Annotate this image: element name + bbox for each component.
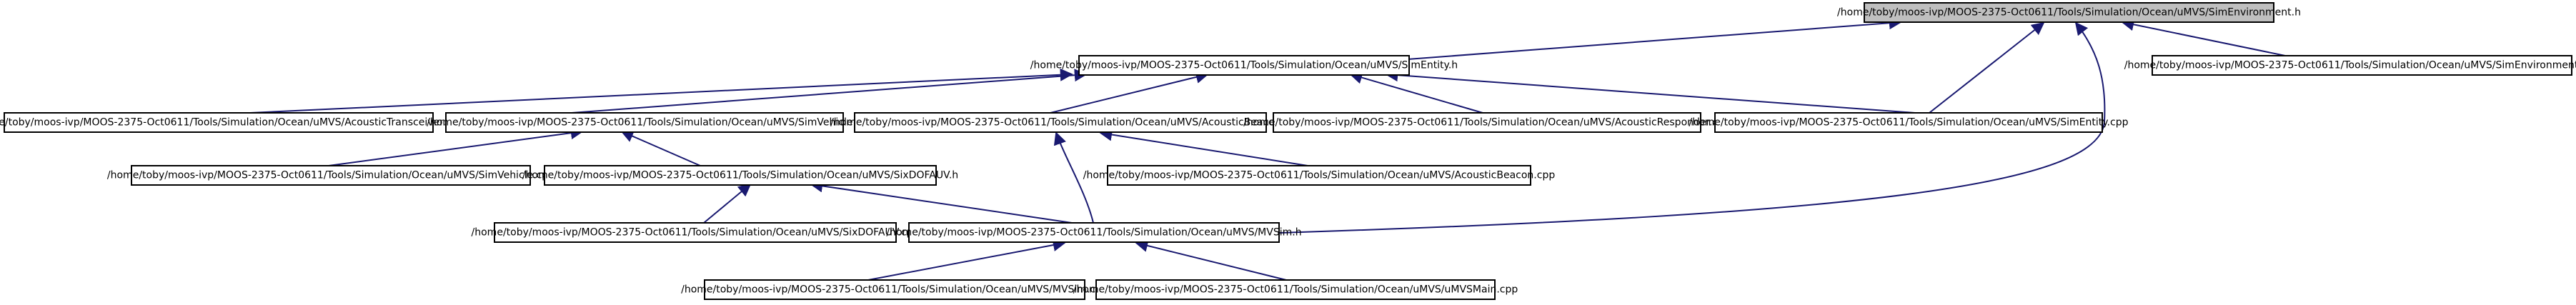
edge-umvsmain-cpp-to-mvsim-h (1135, 239, 1287, 281)
edge-mvsim-h-to-simenvironment-h (1278, 21, 2106, 234)
edge-simentity-cpp-to-simentity-h (1385, 69, 1916, 114)
edge-simenvironment-cpp-to-simenvironment-h (2121, 18, 2314, 62)
node-acoustictransceiver-cpp[interactable]: /home/toby/moos-ivp/MOOS-2375-Oct0611/To… (0, 112, 464, 133)
node-label: /home/toby/moos-ivp/MOOS-2375-Oct0611/To… (1083, 170, 1556, 181)
edge-simentity-h-to-simenvironment-h (1378, 16, 1902, 62)
node-label: /home/toby/moos-ivp/MOOS-2375-Oct0611/To… (1030, 60, 1458, 71)
node-simvehicle-cpp[interactable]: /home/toby/moos-ivp/MOOS-2375-Oct0611/To… (107, 165, 555, 186)
node-sixdofauv-h[interactable]: /home/toby/moos-ivp/MOOS-2375-Oct0611/To… (522, 165, 958, 186)
node-label: /home/toby/moos-ivp/MOOS-2375-Oct0611/To… (1689, 117, 2129, 129)
node-simentity-h[interactable]: /home/toby/moos-ivp/MOOS-2375-Oct0611/To… (1030, 55, 1458, 76)
edge-sixdofauv-cpp-to-sixdofauv-h (703, 183, 752, 224)
node-acousticresponder-cpp[interactable]: /home/toby/moos-ivp/MOOS-2375-Oct0611/To… (1243, 112, 1731, 133)
node-mvsim-cpp[interactable]: /home/toby/moos-ivp/MOOS-2375-Oct0611/To… (681, 279, 1108, 300)
edge-simentity-cpp-to-simenvironment-h (1929, 21, 2045, 114)
edge-simvehicle-cpp-to-simvehicle-h (328, 126, 584, 166)
node-label: /home/toby/moos-ivp/MOOS-2375-Oct0611/To… (107, 170, 555, 181)
node-label: /home/toby/moos-ivp/MOOS-2375-Oct0611/To… (427, 117, 862, 129)
edge-layer (249, 16, 2314, 281)
edge-acousticresponder-cpp-to-simentity-h (1349, 71, 1483, 114)
edge-mvsim-h-to-sixdofauv-h (810, 179, 1073, 224)
node-acousticbeacon-h[interactable]: /home/toby/moos-ivp/MOOS-2375-Oct0611/To… (830, 112, 1291, 133)
node-label: /home/toby/moos-ivp/MOOS-2375-Oct0611/To… (1837, 7, 2301, 19)
node-label: /home/toby/moos-ivp/MOOS-2375-Oct0611/To… (472, 227, 920, 239)
node-acousticbeacon-cpp[interactable]: /home/toby/moos-ivp/MOOS-2375-Oct0611/To… (1083, 165, 1556, 186)
node-label: /home/toby/moos-ivp/MOOS-2375-Oct0611/To… (1243, 117, 1731, 129)
edge-simvehicle-h-to-simentity-h (571, 69, 1088, 114)
edge-acoustictransceiver-cpp-to-simentity-h (249, 68, 1073, 114)
edge-sixdofauv-h-to-simvehicle-h (620, 130, 701, 166)
node-label: /home/toby/moos-ivp/MOOS-2375-Oct0611/To… (830, 117, 1291, 129)
node-label: /home/toby/moos-ivp/MOOS-2375-Oct0611/To… (0, 117, 464, 129)
edge-mvsim-h-to-acousticbeacon-h (1053, 131, 1094, 224)
node-simenvironment-cpp[interactable]: /home/toby/moos-ivp/MOOS-2375-Oct0611/To… (2124, 55, 2576, 76)
node-label: /home/toby/moos-ivp/MOOS-2375-Oct0611/To… (2124, 60, 2576, 71)
node-umvsmain-cpp[interactable]: /home/toby/moos-ivp/MOOS-2375-Oct0611/To… (1073, 279, 1518, 300)
node-simenvironment-h[interactable]: /home/toby/moos-ivp/MOOS-2375-Oct0611/To… (1837, 2, 2301, 23)
node-simvehicle-h[interactable]: /home/toby/moos-ivp/MOOS-2375-Oct0611/To… (427, 112, 862, 133)
node-layer: /home/toby/moos-ivp/MOOS-2375-Oct0611/To… (0, 2, 2576, 300)
edge-acousticbeacon-cpp-to-acousticbeacon-h (1099, 128, 1308, 166)
node-mvsim-h[interactable]: /home/toby/moos-ivp/MOOS-2375-Oct0611/To… (886, 222, 1302, 243)
edge-acousticbeacon-h-to-simentity-h (1050, 71, 1209, 114)
node-label: /home/toby/moos-ivp/MOOS-2375-Oct0611/To… (681, 284, 1108, 296)
node-simentity-cpp[interactable]: /home/toby/moos-ivp/MOOS-2375-Oct0611/To… (1689, 112, 2129, 133)
node-label: /home/toby/moos-ivp/MOOS-2375-Oct0611/To… (1073, 284, 1518, 296)
node-label: /home/toby/moos-ivp/MOOS-2375-Oct0611/To… (886, 227, 1301, 239)
edge-mvsim-cpp-to-mvsim-h (867, 239, 1066, 281)
node-label: /home/toby/moos-ivp/MOOS-2375-Oct0611/To… (522, 170, 958, 181)
node-sixdofauv-cpp[interactable]: /home/toby/moos-ivp/MOOS-2375-Oct0611/To… (472, 222, 920, 243)
